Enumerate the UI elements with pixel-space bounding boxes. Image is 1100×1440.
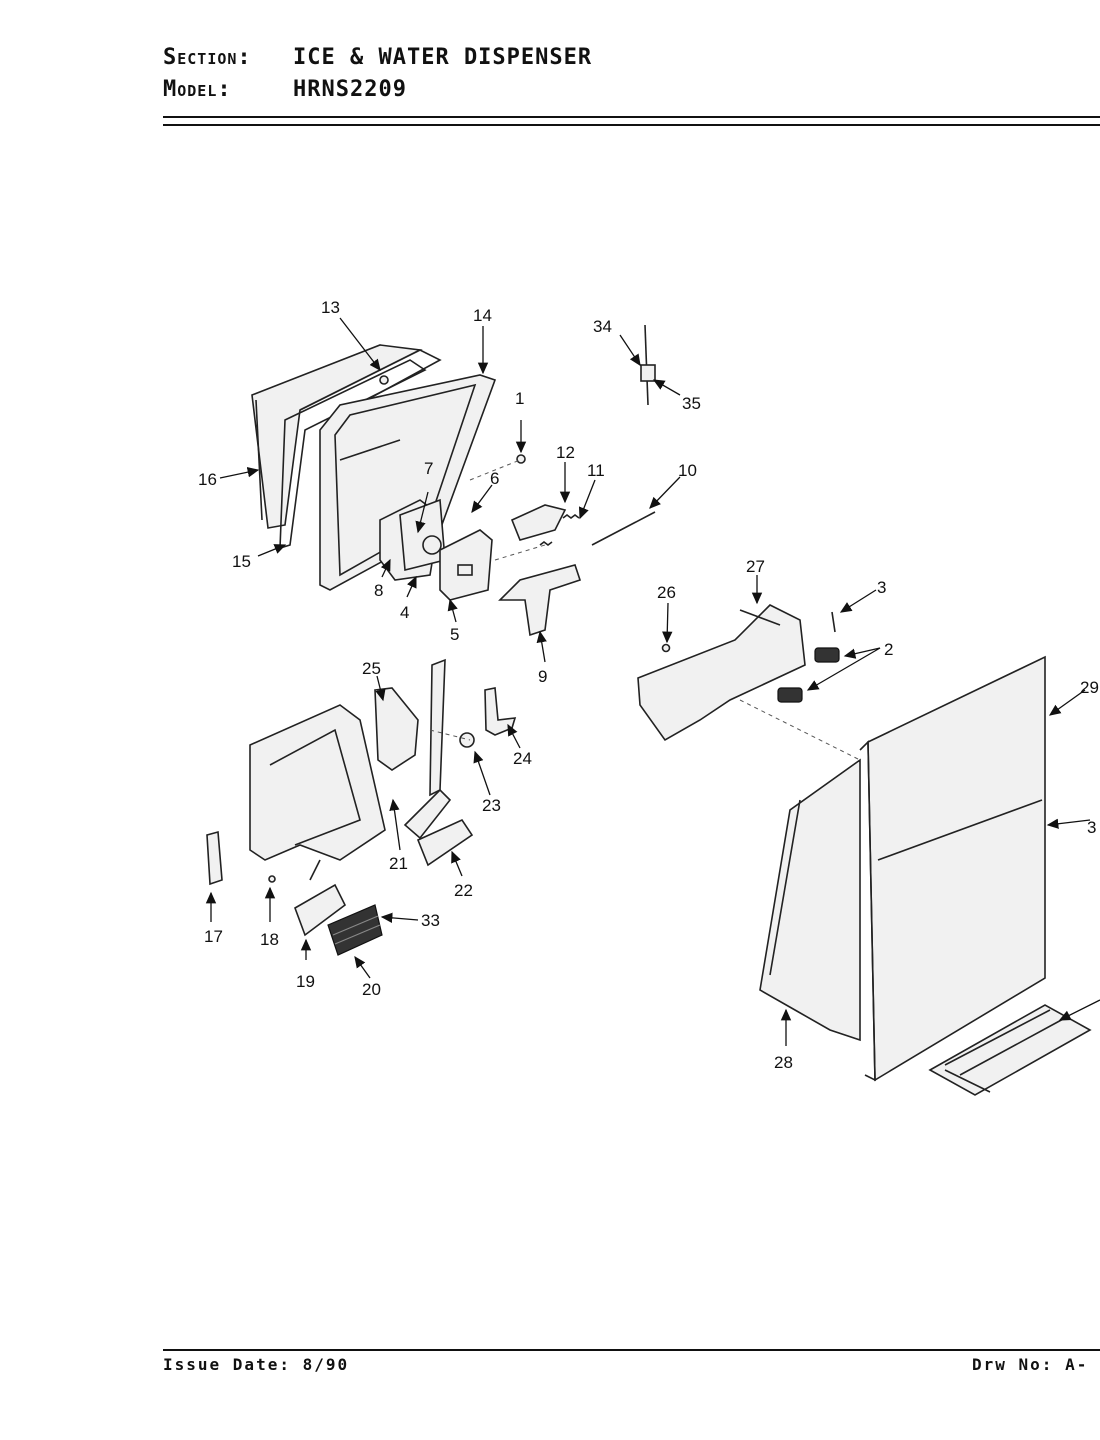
callout-24: 24 [513, 749, 532, 768]
callout-15: 15 [232, 552, 251, 571]
callout-20: 20 [362, 980, 381, 999]
part-19-paddle [294, 859, 347, 937]
part-5-flapper [439, 529, 493, 601]
model-row: Model: HRNS2209 [163, 74, 592, 106]
part-25-pivot [374, 687, 419, 771]
callout-10: 10 [678, 461, 697, 480]
part-1-screw [516, 454, 526, 464]
section-row: Section: ICE & WATER DISPENSER [163, 42, 592, 74]
callout-33: 33 [421, 911, 440, 930]
part-22-paddle [416, 818, 474, 867]
part-18-screw [268, 875, 276, 883]
part-28-chute [759, 758, 861, 1042]
callout-labels: 13 14 34 35 1 16 12 11 10 7 6 15 8 4 5 9… [198, 298, 1099, 1072]
callout-34: 34 [593, 317, 612, 336]
callout-29: 29 [1080, 678, 1099, 697]
part-34-fitting [640, 324, 656, 406]
part-14-frame [319, 374, 497, 591]
part-11-spring [539, 514, 580, 546]
callout-35: 35 [682, 394, 701, 413]
callout-21: 21 [389, 854, 408, 873]
callout-3-upper: 3 [877, 578, 886, 597]
part-25-bracket [249, 704, 386, 861]
callout-12: 12 [556, 443, 575, 462]
callout-14: 14 [473, 306, 492, 325]
callout-25: 25 [362, 659, 381, 678]
callout-2: 2 [884, 640, 893, 659]
part-21-lever [403, 658, 452, 840]
callout-18: 18 [260, 930, 279, 949]
callout-28: 28 [774, 1053, 793, 1072]
part-17-bracket [206, 830, 223, 886]
callout-5: 5 [450, 625, 459, 644]
callout-3-right: 3 [1087, 818, 1096, 837]
footer-rule [163, 1349, 1100, 1351]
part-23-bushing [459, 732, 475, 748]
callout-4: 4 [400, 603, 409, 622]
part-20-pad [327, 904, 383, 956]
callout-26: 26 [657, 583, 676, 602]
callout-16: 16 [198, 470, 217, 489]
callout-27: 27 [746, 557, 765, 576]
section-label: Section: [163, 45, 252, 70]
model-value: HRNS2209 [293, 77, 407, 102]
callout-6: 6 [490, 469, 499, 488]
issue-date: Issue Date: 8/90 [163, 1355, 350, 1374]
header-rule-top [163, 116, 1100, 118]
header-rule-bottom [163, 124, 1100, 126]
part-10-rod [591, 511, 656, 546]
callout-11: 11 [587, 461, 605, 480]
callout-17: 17 [204, 927, 223, 946]
part-26-screw [661, 643, 671, 653]
callout-9: 9 [538, 667, 547, 686]
callout-22: 22 [454, 881, 473, 900]
part-3-screw [831, 611, 836, 633]
part-12-bracket [510, 504, 567, 541]
part-9-bracket [498, 564, 582, 637]
callout-13: 13 [321, 298, 340, 317]
section-value: ICE & WATER DISPENSER [293, 45, 593, 70]
drawing-number: Drw No: A- [972, 1355, 1089, 1374]
callout-8: 8 [374, 581, 383, 600]
callout-1: 1 [515, 389, 524, 408]
part-27-housing [637, 604, 806, 742]
callout-23: 23 [482, 796, 501, 815]
leader-lines [205, 317, 1100, 1046]
model-label: Model: [163, 77, 232, 102]
part-24-bracket [484, 687, 517, 736]
callout-19: 19 [296, 972, 315, 991]
part-2-switch [777, 647, 840, 703]
part-29-panel [859, 655, 1046, 1082]
part-13-screw [379, 375, 389, 385]
drip-tray-grille [928, 1004, 1092, 1096]
page-header: Section: ICE & WATER DISPENSER Model: HR… [163, 42, 592, 106]
callout-7: 7 [424, 459, 433, 478]
